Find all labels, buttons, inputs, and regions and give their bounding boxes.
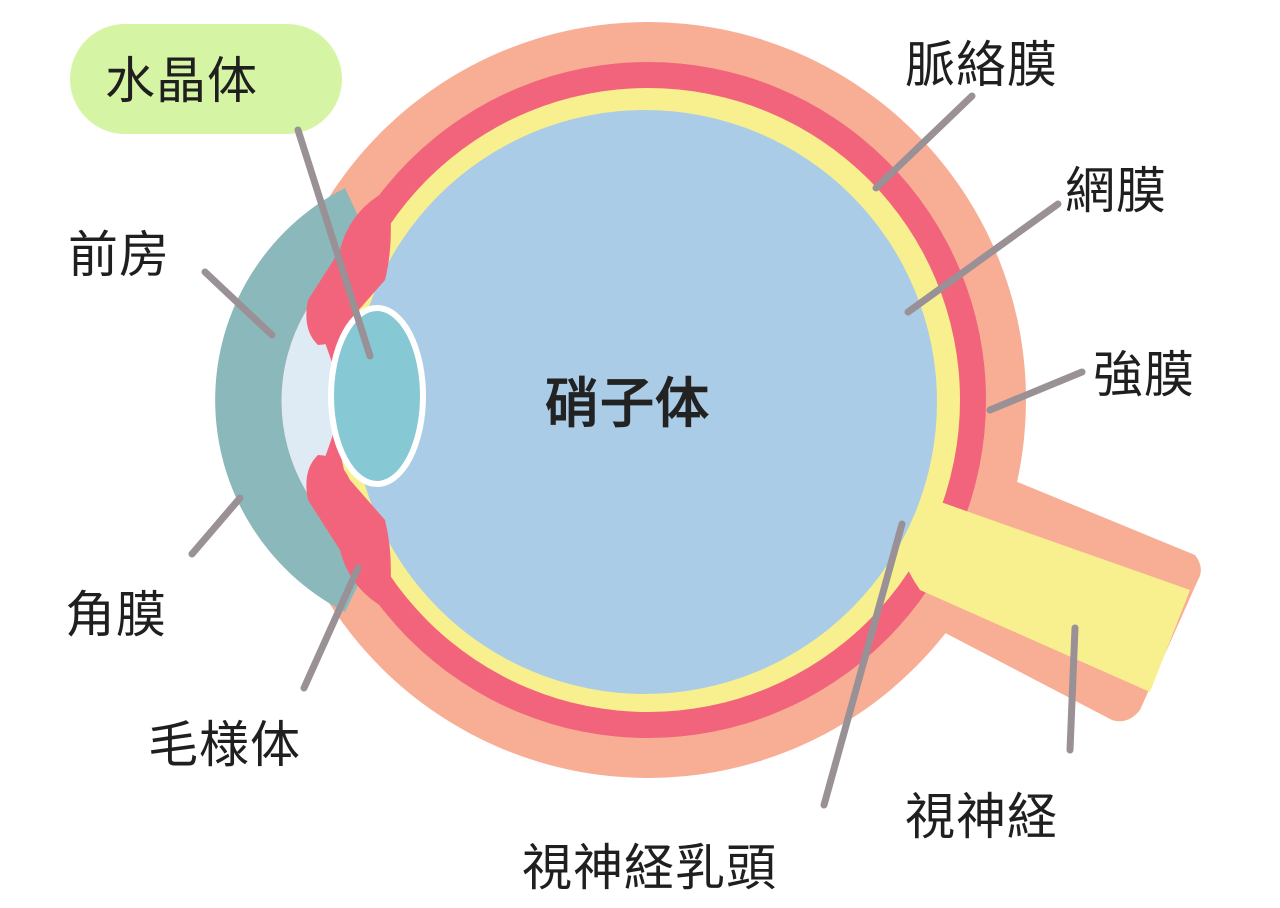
sclera-leader-line — [986, 368, 1086, 414]
lens — [328, 305, 426, 487]
optic-nerve-core — [889, 468, 1190, 692]
optic-nerve-label: 視神経 — [905, 788, 1058, 846]
anterior-chamber — [281, 246, 372, 556]
anterior-chamber-leader-line — [201, 268, 276, 339]
sclera-label: 強膜 — [1093, 346, 1195, 404]
ciliary-body-lower — [306, 455, 391, 610]
vitreous-body — [353, 110, 937, 694]
cornea-label: 角膜 — [65, 586, 167, 644]
choroid-label: 脈絡膜 — [905, 36, 1058, 94]
lens-leader-line — [294, 126, 374, 360]
cornea-leader-line — [188, 494, 244, 558]
optic-disc-leader-line — [820, 520, 906, 809]
lens-label: 水晶体 — [105, 52, 258, 110]
optic-nerve-leader-line — [1066, 624, 1079, 754]
vitreous-body-label: 硝子体 — [545, 372, 710, 435]
choroid-leader-line — [872, 92, 976, 192]
anterior-chamber-label: 前房 — [68, 226, 170, 284]
retina-label: 網膜 — [1065, 162, 1167, 220]
optic-disc-label: 視神経乳頭 — [522, 839, 777, 897]
ciliary-body-label: 毛様体 — [148, 716, 301, 774]
cornea — [215, 188, 372, 612]
ciliary-body-upper — [306, 190, 391, 345]
ciliary-body-leader-line — [300, 564, 362, 692]
retina-leader-line — [904, 200, 1062, 316]
lens-label-highlight — [70, 24, 342, 134]
